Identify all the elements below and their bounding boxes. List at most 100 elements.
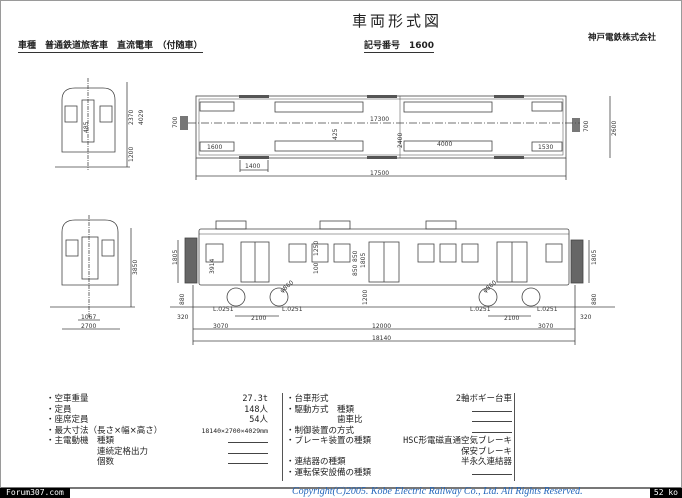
dim-2700: 2700 (81, 323, 96, 330)
dim-1530: 1530 (538, 144, 553, 151)
spec-label: ・空車重量 (46, 394, 89, 404)
dim-3070-right: 3070 (538, 323, 553, 330)
spec-value: 27.3t (242, 394, 268, 404)
spec-row: 個数 (46, 457, 268, 468)
spec-label: 連続定格出力 (46, 446, 149, 457)
spec-row: ・台車形式 2軸ボギー台車 (286, 394, 512, 405)
spec-row: ・主電動機 種類 (46, 436, 268, 447)
spec-label: ・運転保安設備の種類 (286, 467, 372, 478)
spec-row: 歯車比 (286, 415, 512, 426)
file-size: 52 ko (649, 488, 682, 498)
spec-value (228, 457, 268, 468)
dim-3850: 3850 (132, 260, 139, 275)
spec-value (228, 436, 268, 447)
blank-line (228, 457, 268, 464)
spec-row: ・定員 148人 (46, 405, 268, 416)
watermark: Forum307.com (0, 488, 70, 498)
copyright: Copyright(C)2005. Kobe Electric Railway … (292, 486, 583, 497)
spec-label: ・連結器の種類 (286, 457, 346, 467)
spec-value: 18140×2700×4029mm (201, 426, 268, 435)
dim-850-a: 850 (352, 264, 359, 276)
blank-line (472, 468, 512, 475)
dim-2100-left: 2100 (251, 315, 266, 322)
spec-value (472, 405, 512, 416)
dim-l-1: L.0251 (213, 306, 234, 313)
dim-850-b: 850 (352, 250, 359, 262)
spec-label: 個数 (46, 457, 115, 467)
dim-880-right: 880 (591, 293, 598, 305)
dim-1250: 1250 (313, 241, 320, 256)
side-view: 1805 3914 100 1250 850 850 1805 1200 180… (170, 220, 615, 345)
technical-drawing: 17300 425 2400 1600 4000 1530 1400 17500… (50, 78, 618, 345)
front-view-upper: 485 2370 4029 1200 (55, 78, 145, 170)
dim-700-right: 700 (583, 120, 590, 132)
dim-18140: 18140 (372, 335, 391, 342)
dim-320-right: 320 (580, 314, 592, 321)
spec-label: ・台車形式 (286, 394, 329, 404)
dim-100: 100 (313, 262, 320, 274)
spec-row: 保安ブレーキ (286, 447, 512, 458)
spec-row: ・最大寸法（長さ×幅×高さ） 18140×2700×4029mm (46, 426, 268, 437)
spec-label: 歯車比 (286, 415, 363, 425)
blank-line (228, 447, 268, 454)
dim-485: 485 (83, 121, 90, 133)
specs-right: ・台車形式 2軸ボギー台車・駆動方式 種類 歯車比・制御装置の方式・ブレーキ装置の… (286, 394, 512, 478)
dim-1067: 1067 (81, 314, 96, 321)
dim-l-4: L.0251 (537, 306, 558, 313)
dim-l-3: L.0251 (470, 306, 491, 313)
blank-line (472, 415, 512, 422)
spec-label: ・最大寸法（長さ×幅×高さ） (46, 425, 163, 436)
plan-view: 17300 425 2400 1600 4000 1530 1400 17500… (172, 95, 618, 180)
spec-value (472, 426, 512, 437)
spec-row: ・運転保安設備の種類 (286, 468, 512, 479)
spec-value: 2軸ボギー台車 (455, 394, 512, 404)
dim-l-2: L.0251 (282, 306, 303, 313)
spec-label (286, 447, 461, 458)
company-name: 神戸電鉄株式会社 (588, 33, 657, 43)
dim-17300: 17300 (370, 116, 389, 123)
dim-1805-center: 1805 (360, 253, 367, 268)
spec-label: ・制御装置の方式 (286, 425, 355, 436)
divider (282, 393, 283, 481)
dim-2400: 2400 (397, 133, 404, 148)
dim-1805-right: 1805 (591, 250, 598, 265)
dim-3070-left: 3070 (213, 323, 228, 330)
spec-value: 半永久連結器 (460, 457, 512, 467)
spec-value: 保安ブレーキ (460, 446, 512, 457)
spec-row: ・空車重量 27.3t (46, 394, 268, 405)
spec-value (228, 447, 268, 458)
spec-value (472, 415, 512, 426)
dim-4029: 4029 (138, 110, 145, 125)
spec-label: ・座席定員 (46, 415, 89, 425)
spec-row: 連続定格出力 (46, 447, 268, 458)
spec-value (472, 468, 512, 479)
dim-2100-right: 2100 (504, 315, 519, 322)
dim-1600: 1600 (207, 144, 222, 151)
spec-value: 54人 (249, 415, 268, 425)
spec-row: ・座席定員 54人 (46, 415, 268, 426)
divider (514, 393, 515, 481)
drawing-title: 車両形式図 (352, 12, 443, 30)
dim-4000: 4000 (437, 141, 452, 148)
dim-1200-front: 1200 (128, 147, 135, 162)
vehicle-type: 車種 普通鉄道旅客車 直流電車 （付随車） (18, 38, 203, 53)
dim-1200: 1200 (362, 290, 369, 305)
dim-2600: 2600 (611, 121, 618, 136)
specs-left: ・空車重量 27.3t ・定員 148人・座席定員 54人・最大寸法（長さ×幅×高さ） 1… (46, 394, 268, 468)
blank-line (472, 405, 512, 412)
spec-label: ・主電動機 種類 (46, 436, 115, 446)
front-view-lower: 3850 1067 2700 (50, 215, 139, 330)
vehicle-number: 記号番号 1600 (364, 38, 435, 53)
dim-320-left: 320 (177, 314, 189, 321)
dim-1400: 1400 (245, 163, 260, 170)
spec-label: ・駆動方式 種類 (286, 404, 355, 415)
blank-line (472, 426, 512, 433)
spec-row: ・駆動方式 種類 (286, 405, 512, 416)
dim-12000: 12000 (372, 323, 391, 330)
dim-1805-left: 1805 (172, 250, 179, 265)
spec-value: 148人 (244, 404, 268, 415)
spec-label: ・定員 (46, 404, 72, 415)
dim-3914: 3914 (209, 259, 216, 274)
dim-700-left: 700 (172, 116, 179, 128)
